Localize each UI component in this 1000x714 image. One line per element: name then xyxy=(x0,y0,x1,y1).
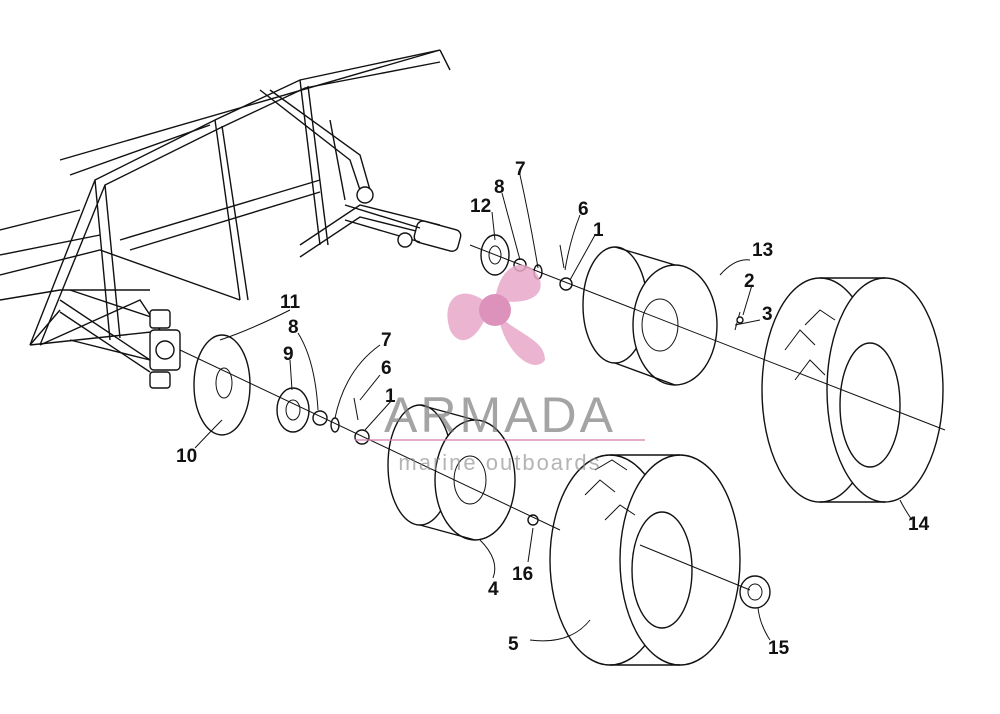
upper-rim xyxy=(582,246,744,386)
callout-6-top: 6 xyxy=(578,199,589,220)
callout-10: 10 xyxy=(176,446,197,467)
callout-2: 2 xyxy=(744,271,755,292)
hub-cap xyxy=(739,575,771,609)
propeller-logo xyxy=(447,264,545,365)
lower-tire xyxy=(549,454,741,666)
callout-8-top: 8 xyxy=(494,177,505,198)
callout-7-top: 7 xyxy=(515,159,526,180)
upper-suspension xyxy=(344,186,462,252)
watermark-tagline: marine outboards xyxy=(398,450,601,475)
callout-13: 13 xyxy=(752,240,773,261)
watermark-brand: ARMADA xyxy=(384,387,616,443)
callout-8-mid: 8 xyxy=(288,317,299,338)
upper-tire xyxy=(761,277,944,503)
callout-1-mid: 1 xyxy=(385,386,396,407)
upper-hub xyxy=(480,234,573,291)
callout-6-mid: 6 xyxy=(381,358,392,379)
callout-12: 12 xyxy=(470,196,491,217)
leader-lines xyxy=(194,174,913,642)
lower-hub xyxy=(276,387,370,445)
callout-labels: 7 8 12 6 1 13 2 3 11 8 9 7 6 1 10 14 16 … xyxy=(176,159,930,659)
callout-1-top: 1 xyxy=(593,220,604,241)
lower-knuckle xyxy=(69,289,181,389)
watermark: ARMADA marine outboards xyxy=(355,264,645,475)
callout-5: 5 xyxy=(508,634,519,655)
lower-rim xyxy=(387,404,539,541)
brake-disc xyxy=(193,334,251,436)
callout-4: 4 xyxy=(488,579,499,600)
callout-3: 3 xyxy=(762,304,773,325)
chassis-frame xyxy=(0,49,451,373)
callout-15: 15 xyxy=(768,638,790,659)
callout-16: 16 xyxy=(512,564,533,585)
callout-9: 9 xyxy=(283,344,294,365)
callout-7-mid: 7 xyxy=(381,330,392,351)
callout-11: 11 xyxy=(280,292,301,313)
callout-14: 14 xyxy=(908,514,930,535)
